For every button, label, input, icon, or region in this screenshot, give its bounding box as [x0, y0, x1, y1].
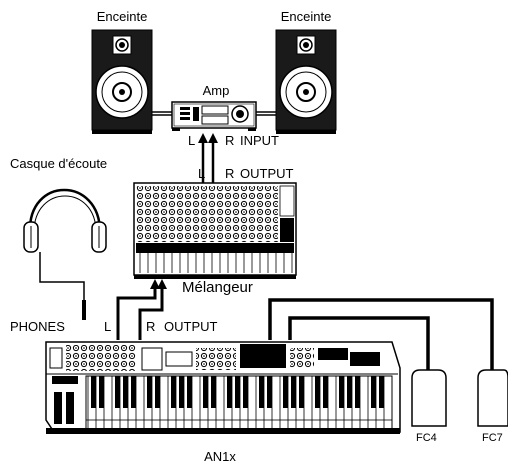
- phones-label: PHONES: [10, 319, 65, 334]
- black-key: [187, 376, 192, 408]
- black-key: [227, 376, 232, 408]
- black-key: [259, 376, 264, 408]
- speaker-right: [276, 30, 336, 134]
- black-key: [299, 376, 304, 408]
- arrow-up-icon: [208, 133, 218, 143]
- black-key: [91, 376, 96, 408]
- pedal-fc7: [478, 370, 508, 426]
- black-key: [371, 376, 376, 408]
- mixer-label: Mélangeur: [182, 279, 253, 296]
- black-key: [123, 376, 128, 408]
- black-key: [171, 376, 176, 408]
- black-key: [323, 376, 328, 408]
- black-key: [203, 376, 208, 408]
- black-key: [347, 376, 352, 408]
- amplifier: [172, 102, 256, 131]
- arrow-up-icon: [157, 279, 167, 289]
- black-key: [99, 376, 104, 408]
- mixer: [134, 183, 296, 279]
- black-key: [155, 376, 160, 408]
- mixer-output-r-label: R: [225, 166, 234, 181]
- synth-to-mixer-cables: [118, 286, 162, 340]
- synth-output-l-label: L: [104, 319, 111, 334]
- black-key: [291, 376, 296, 408]
- amp-label: Amp: [203, 83, 230, 98]
- synth-output-r-label: R: [146, 319, 155, 334]
- synth-output-label: OUTPUT: [164, 319, 218, 334]
- black-key: [379, 376, 384, 408]
- black-key: [147, 376, 152, 408]
- black-key: [315, 376, 320, 408]
- pedal-fc4-label: FC4: [416, 432, 437, 444]
- synthesizer: [46, 342, 400, 434]
- black-key: [267, 376, 272, 408]
- arrow-up-icon: [198, 133, 208, 143]
- black-key: [283, 376, 288, 408]
- speaker-left: [92, 30, 152, 134]
- headphones: [24, 190, 106, 320]
- black-key: [131, 376, 136, 408]
- mixer-output-label: OUTPUT: [240, 166, 294, 181]
- black-key: [235, 376, 240, 408]
- amp-input-l-label: L: [188, 133, 195, 148]
- pedal-fc7-label: FC7: [482, 432, 503, 444]
- headphones-label: Casque d'écoute: [10, 156, 107, 171]
- amp-input-label: INPUT: [240, 133, 279, 148]
- black-key: [355, 376, 360, 408]
- speaker-left-label: Enceinte: [97, 9, 148, 24]
- pedal-fc4: [412, 370, 446, 426]
- black-key: [179, 376, 184, 408]
- black-key: [211, 376, 216, 408]
- speaker-right-label: Enceinte: [281, 9, 332, 24]
- amp-input-r-label: R: [225, 133, 234, 148]
- black-key: [243, 376, 248, 408]
- black-key: [339, 376, 344, 408]
- synth-label: AN1x: [204, 449, 236, 464]
- black-key: [115, 376, 120, 408]
